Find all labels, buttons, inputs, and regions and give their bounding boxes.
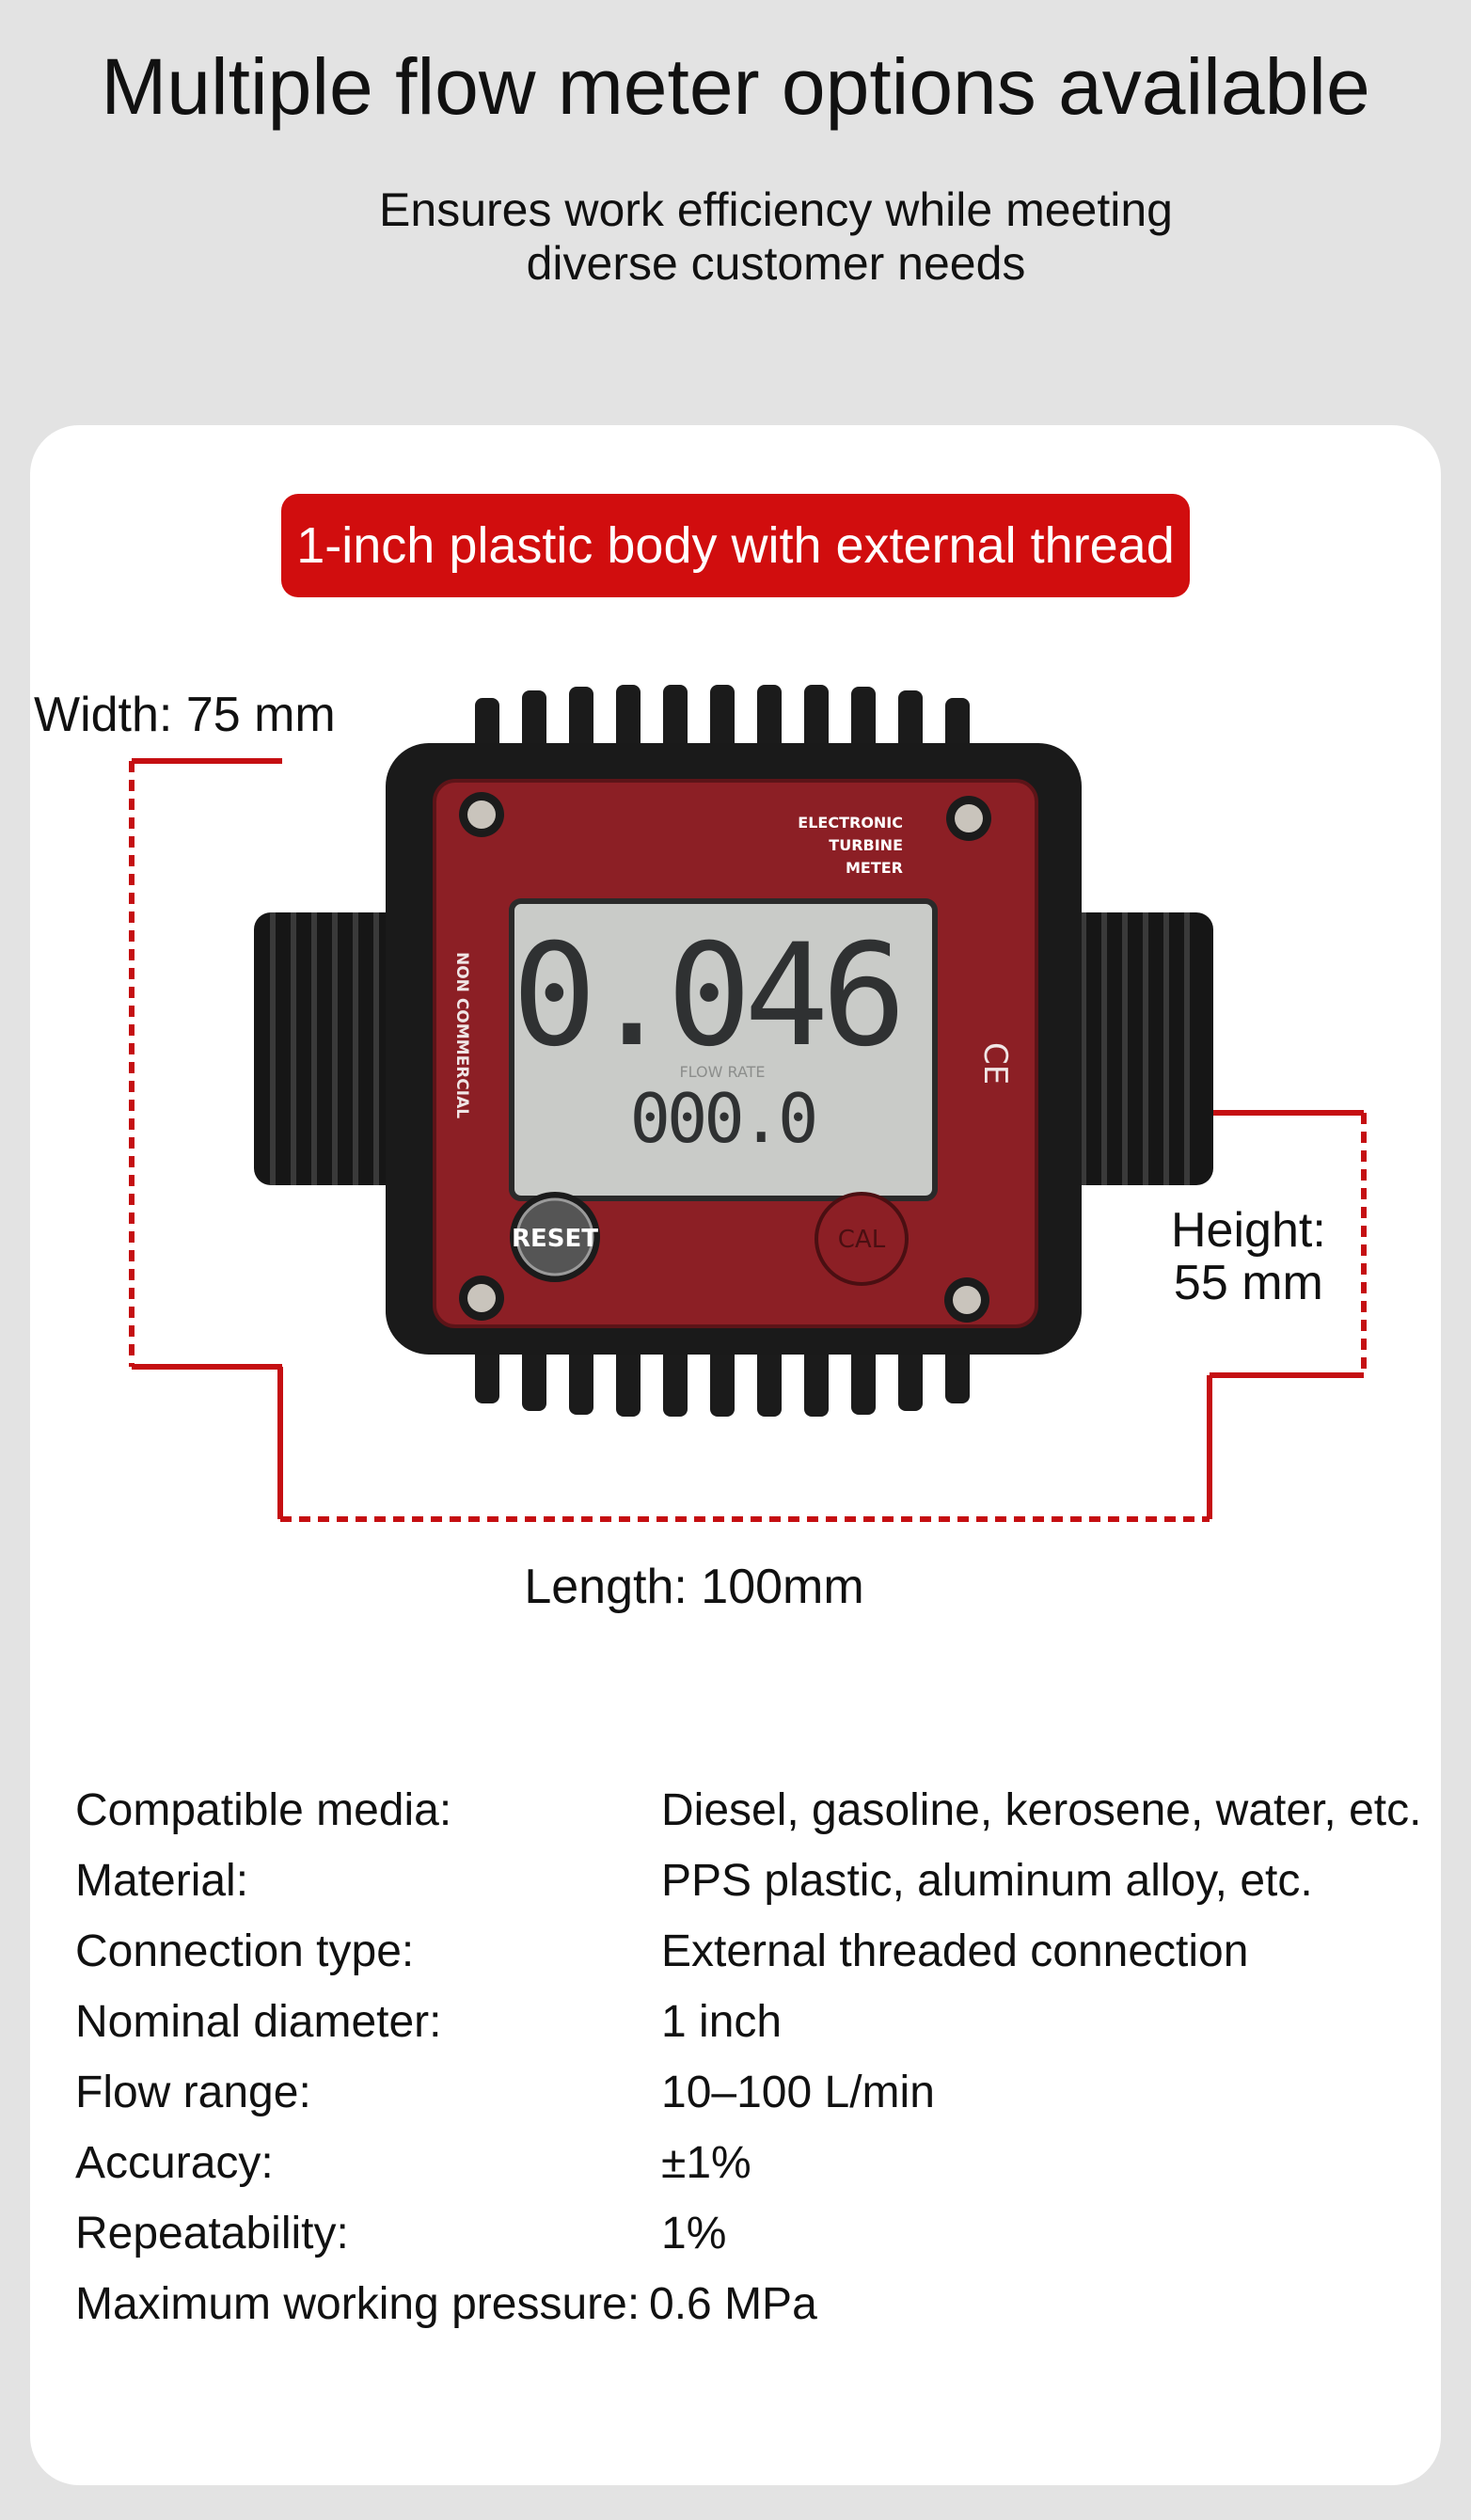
spec-row: Connection type: External threaded connec… [75,1924,1439,1994]
flow-rate-value: 000.0 [630,1079,815,1158]
reset-button-label: RESET [512,1225,598,1253]
spec-label: Accuracy: [75,2138,274,2188]
non-commercial-text: NON COMMERCIAL [452,952,471,1118]
flow-rate-label: FLOW RATE [679,1063,765,1081]
lcd-main-value: 0.046 [512,914,899,1078]
brand-line-2: TURBINE [829,836,903,854]
height-label-line-2: 55 mm [1173,1256,1323,1310]
spec-label: Connection type: [75,1926,415,1976]
screw-icon [459,792,991,1323]
product-badge: 1-inch plastic body with external thread [281,494,1190,597]
spec-row: Nominal diameter: 1 inch [75,1994,1439,2065]
spec-row: Compatible media: Diesel, gasoline, keros… [75,1783,1439,1853]
spec-list: Compatible media: Diesel, gasoline, keros… [75,1783,1439,2347]
lcd-unit: L [884,998,896,1022]
cal-button-label: CAL [838,1226,886,1254]
spec-value: External threaded connection [661,1926,1249,1976]
cal-button[interactable]: CAL [815,1192,909,1286]
spec-value: ±1% [661,2138,751,2188]
spec-label: Maximum working pressure: [75,2279,641,2329]
spec-label: Material: [75,1856,249,1906]
left-thread-pipe [254,912,414,1185]
page-title: Multiple flow meter options available [101,42,1370,131]
brand-line-3: METER [846,859,903,877]
spec-value: 0.6 MPa [649,2279,817,2329]
height-label-line-1: Height: [1171,1203,1326,1258]
spec-label: Flow range: [75,2068,311,2117]
spec-label: Nominal diameter: [75,1997,442,2047]
reset-button[interactable]: RESET [510,1192,600,1282]
spec-value: 10–100 L/min [661,2068,935,2117]
length-label: Length: 100mm [524,1560,864,1614]
ce-mark: CE [976,1042,1014,1085]
height-label: Height: 55 mm [1171,1204,1326,1309]
spec-row: Maximum working pressure:0.6 MPa [75,2276,1439,2347]
width-label: Width: 75 mm [34,688,336,742]
spec-label: Compatible media: [75,1785,452,1835]
spec-row: Repeatability: 1% [75,2206,1439,2276]
spec-value: 1 inch [661,1997,783,2047]
subtitle-line-2: diverse customer needs [526,237,1026,290]
spec-value: 1% [661,2209,727,2258]
spec-row: Flow range: 10–100 L/min [75,2065,1439,2135]
spec-row: Accuracy: ±1% [75,2135,1439,2206]
spec-value: PPS plastic, aluminum alloy, etc. [661,1856,1313,1906]
spec-value: Diesel, gasoline, kerosene, water, etc. [661,1785,1422,1835]
page-subtitle: Ensures work efficiency while meeting di… [235,183,1317,291]
subtitle-line-1: Ensures work efficiency while meeting [379,183,1173,236]
spec-label: Repeatability: [75,2209,349,2258]
brand-line-1: ELECTRONIC [798,814,903,832]
lcd-display [509,898,938,1201]
flow-meter-illustration: ELECTRONIC TURBINE METER NON COMMERCIAL … [254,685,1213,1417]
spec-row: Material: PPS plastic, aluminum alloy, et… [75,1853,1439,1924]
